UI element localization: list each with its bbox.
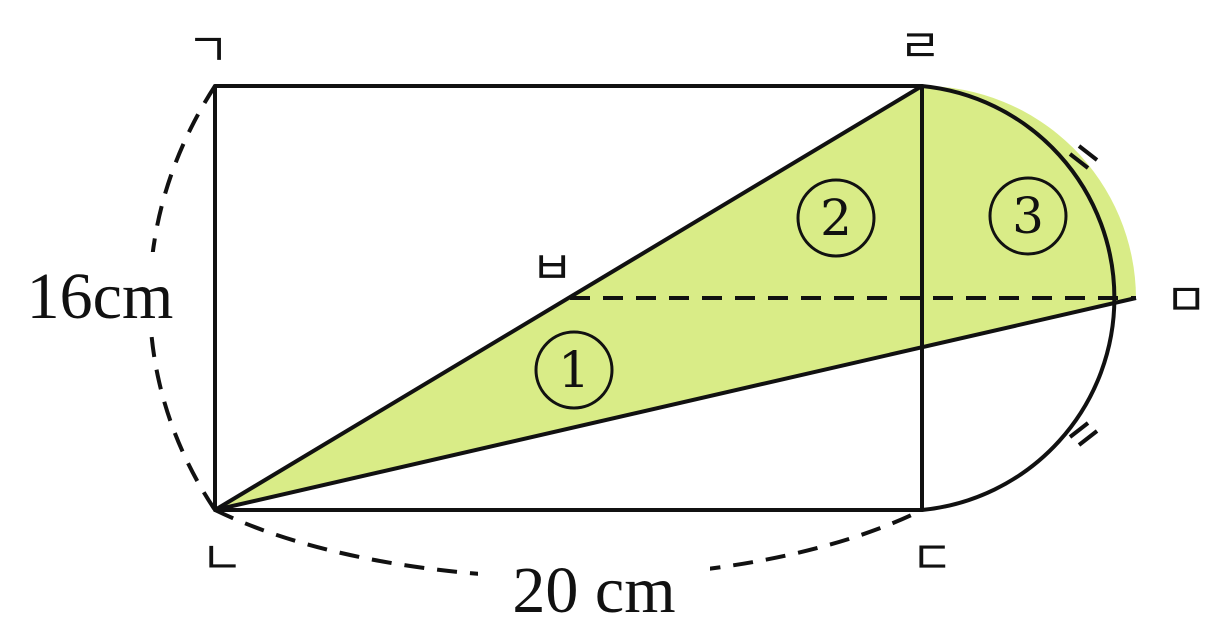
shaded-quarter-circle-region-3 xyxy=(922,85,1136,347)
region-1-circle xyxy=(534,330,614,410)
region-label-3: 3 xyxy=(988,176,1068,256)
region-labels: 1 2 3 xyxy=(534,176,1068,410)
width-dimension-label: 20 cm xyxy=(512,554,675,627)
equal-arc-marks xyxy=(1068,144,1099,447)
arc-tick-upper-1 xyxy=(1068,152,1090,170)
arc-tick-lower-1 xyxy=(1068,421,1090,439)
width-label-backdrop xyxy=(478,548,710,634)
line-nieun-to-mieum xyxy=(214,296,1137,512)
point-label-bottom-left: ㄴ xyxy=(201,531,243,585)
dimension-labels: 16cm 20 cm xyxy=(0,252,710,634)
point-label-mid: ㅂ xyxy=(531,241,573,295)
semicircle-arc xyxy=(921,84,1117,512)
region-3-circle xyxy=(988,176,1068,256)
region-label-1: 1 xyxy=(534,330,614,410)
point-label-arc-right: ㅁ xyxy=(1165,273,1207,327)
point-label-bottom-right: ㄷ xyxy=(911,531,953,585)
region-label-2: 2 xyxy=(796,178,876,258)
point-labels: ㄱ ㄹ ㅁ ㅂ ㄴ ㄷ xyxy=(187,19,1207,585)
region-2-number: 2 xyxy=(820,189,852,247)
height-label-backdrop xyxy=(0,252,200,332)
region-2-circle xyxy=(796,178,876,258)
point-label-top-right: ㄹ xyxy=(899,19,941,73)
rectangle-outline xyxy=(213,84,924,512)
region-3-number: 3 xyxy=(1012,187,1044,245)
diagonal-line-nieun-to-rieul xyxy=(213,84,924,512)
height-dimension-label: 16cm xyxy=(27,260,174,333)
point-label-top-left: ㄱ xyxy=(187,23,229,77)
region-1-number: 1 xyxy=(558,341,590,399)
solid-lines xyxy=(213,84,1137,512)
arc-tick-lower-2 xyxy=(1077,429,1099,447)
arc-tick-upper-2 xyxy=(1077,144,1099,162)
